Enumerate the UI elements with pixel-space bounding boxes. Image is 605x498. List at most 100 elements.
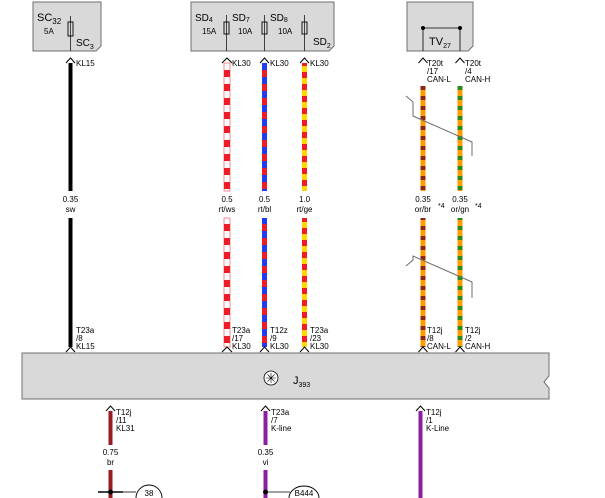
wire-k-line-2[interactable] [418,411,423,498]
wire-rtws-gauge: 0.5 [221,195,233,204]
module-bottom-pin-arrows [105,405,426,412]
wire-rtws-color: rt/ws [219,205,236,214]
wire-k-line-vi-lower[interactable] [263,470,268,498]
svg-text:/23: /23 [310,334,322,343]
fuse-rating: 5A [44,27,54,36]
svg-text:/9: /9 [270,334,277,343]
svg-text:/8: /8 [76,334,83,343]
wire-can-h-top-num: /4 [465,67,472,76]
fuse-sd2-id: SD [313,37,327,48]
svg-text:SD4: SD4 [195,13,213,24]
wire-can-l-color: or/br [415,205,432,214]
svg-text:/17: /17 [232,334,244,343]
wire-rtge-top-label: KL30 [310,59,329,68]
wire-can-h-color: or/gn [451,205,469,214]
svg-text:SD2: SD2 [313,37,331,50]
ref-circle-b444[interactable] [288,485,320,498]
fuse-box-sc32[interactable]: SC32 5A SC3 [32,1,102,52]
module-j393[interactable]: J393 [21,352,550,400]
svg-text:T23a: T23a [232,326,251,335]
svg-text:T23a: T23a [76,326,95,335]
wire-can-l-upper[interactable] [420,86,426,191]
wire-can-h-upper[interactable] [457,86,463,191]
fuse-sd8-rating: 10A [278,27,293,36]
fuse-box-id: SC [37,12,52,24]
wire-rtbl-gauge: 0.5 [259,195,271,204]
wire-kl15-gauge: 0.35 [63,195,79,204]
svg-text:J393: J393 [293,375,310,389]
svg-text:/2: /2 [465,334,472,343]
fuse-id: SC [76,38,90,49]
wire-can-l-top-label: CAN-L [427,75,452,84]
svg-text:SD8: SD8 [270,13,288,24]
svg-text:T12j: T12j [426,408,442,417]
svg-text:K-line: K-line [271,424,292,433]
svg-text:/1: /1 [426,416,433,425]
wire-rtbl-top-label: KL30 [270,59,289,68]
wire-rtbl-lower[interactable] [262,218,267,347]
svg-text:SC3: SC3 [76,38,94,51]
fuse-box-sd[interactable]: SD4 15A SD7 10A SD8 10A SD2 [190,1,335,52]
svg-text:T12j: T12j [465,326,481,335]
twisted-pair-mark-lower [405,255,473,298]
ref-circle-38[interactable] [135,484,163,498]
wire-kl31-upper[interactable] [108,411,113,445]
svg-text:KL30: KL30 [232,342,251,351]
svg-text:TV27: TV27 [429,36,451,50]
svg-text:K-Line: K-Line [426,424,450,433]
wire-rtbl-upper[interactable] [262,63,267,191]
wire-can-h-lower[interactable] [457,218,463,347]
svg-text:SC32: SC32 [37,12,62,26]
svg-text:T23a: T23a [310,326,329,335]
wire-rtws-top-label: KL30 [232,59,251,68]
wire-kl15-lower[interactable] [68,218,73,347]
module-top-pin-arrows [65,346,465,353]
wire-kl31-lower[interactable] [108,470,113,498]
splice-dot-icon [108,489,113,495]
wire-rtws-upper[interactable] [223,62,231,192]
bottom-wire-spec-labels: 0.75 br 0.35 vi [103,448,274,467]
wire-rtge-gauge: 1.0 [299,195,311,204]
fuse-sd7-id: SD [232,13,246,24]
wire-can-l-lower[interactable] [420,218,426,347]
svg-text:T12j: T12j [427,326,443,335]
twisted-pair-mark-upper [405,95,473,156]
wire-rtws-lower[interactable] [223,217,231,348]
svg-text:/8: /8 [427,334,434,343]
ref-38-label: 38 [145,489,154,498]
module-id: J [293,375,299,387]
ref-b444-label: B444 [295,489,314,498]
wire-can-l-note: *4 [438,203,445,210]
svg-text:T23a: T23a [271,408,290,417]
fuse-sd7-rating: 10A [238,27,253,36]
tv27-box[interactable]: TV27 [406,1,474,52]
module-top-pin-labels: T23a /8 KL15 T23a /17 KL30 T12z /9 KL30 … [76,326,491,351]
svg-text:T12z: T12z [270,326,288,335]
svg-text:CAN-L: CAN-L [427,342,452,351]
svg-text:T12j: T12j [116,408,132,417]
fuse-sd4-id: SD [195,13,209,24]
svg-text:/11: /11 [116,416,127,425]
wire-can-h-gauge: 0.35 [452,195,468,204]
wire-rtge-upper[interactable] [302,63,307,191]
svg-text:KL30: KL30 [270,342,289,351]
tv-box-id: TV [429,36,444,48]
wire-k-line-vi-upper[interactable] [263,411,268,445]
wire-kl31-gauge: 0.75 [103,448,119,457]
wire-kl31-color: br [107,458,114,467]
svg-text:KL15: KL15 [76,342,95,351]
wire-can-l-top-num: /17 [427,67,439,76]
svg-text:SD7: SD7 [232,13,250,24]
wire-k-line-gauge: 0.35 [258,448,274,457]
wire-can-h-top-label: CAN-H [465,75,491,84]
fuse-sd4-rating: 15A [202,27,217,36]
svg-text:KL31: KL31 [116,424,135,433]
fuse-sd8-id: SD [270,13,284,24]
wire-spec-labels: 0.35 sw 0.5 rt/ws 0.5 rt/bl 1.0 rt/ge 0.… [63,195,469,214]
wire-rtge-lower[interactable] [302,218,307,347]
wire-kl15-color: sw [66,205,76,214]
radio-wave-icon [263,370,279,386]
svg-text:/7: /7 [271,416,278,425]
wire-kl15-upper[interactable] [68,63,73,191]
